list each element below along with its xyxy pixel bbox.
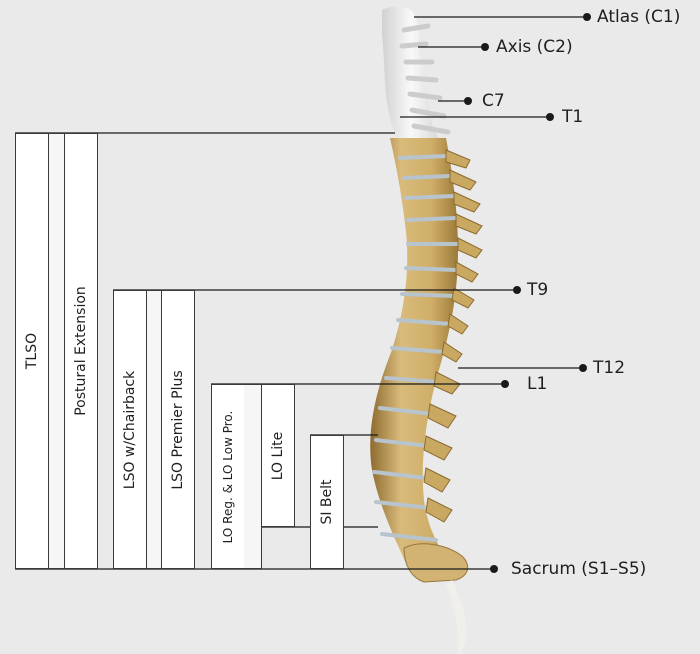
brace-lso-premier-plus: LSO Premier Plus <box>161 290 195 569</box>
brace-spacer-3 <box>244 384 262 569</box>
label-c7: C7 <box>482 91 505 111</box>
label-t1: T1 <box>562 107 583 127</box>
brace-lso-chairback-label: LSO w/Chairback <box>122 370 138 488</box>
brace-lo-reg-label: LO Reg. & LO Low Pro. <box>221 410 235 543</box>
brace-spacer-1 <box>48 133 65 569</box>
label-sacrum: Sacrum (S1–S5) <box>511 559 646 579</box>
label-t9: T9 <box>527 280 548 300</box>
brace-spacer-2 <box>146 290 162 569</box>
cervical-vertebrae <box>382 7 448 140</box>
brace-postural-extension: Postural Extension <box>64 133 98 569</box>
brace-tlso: TLSO <box>15 133 49 569</box>
brace-lo-reg: LO Reg. & LO Low Pro. <box>211 384 245 569</box>
brace-lso-premier-label: LSO Premier Plus <box>170 370 186 489</box>
brace-lo-lite-label: LO Lite <box>270 431 286 480</box>
brace-tlso-label: TLSO <box>24 333 40 369</box>
brace-lo-lite: LO Lite <box>261 384 295 527</box>
brace-si-belt: SI Belt <box>310 435 344 569</box>
brace-lso-chairback: LSO w/Chairback <box>113 290 147 569</box>
sacrum-bone <box>404 544 468 654</box>
brace-postural-label: Postural Extension <box>73 286 89 416</box>
label-l1: L1 <box>527 374 547 394</box>
label-t12: T12 <box>593 358 625 378</box>
thoracic-lumbar-vertebrae <box>370 138 482 568</box>
brace-si-belt-label: SI Belt <box>319 479 335 524</box>
label-axis: Axis (C2) <box>496 37 573 57</box>
label-atlas: Atlas (C1) <box>597 7 680 27</box>
